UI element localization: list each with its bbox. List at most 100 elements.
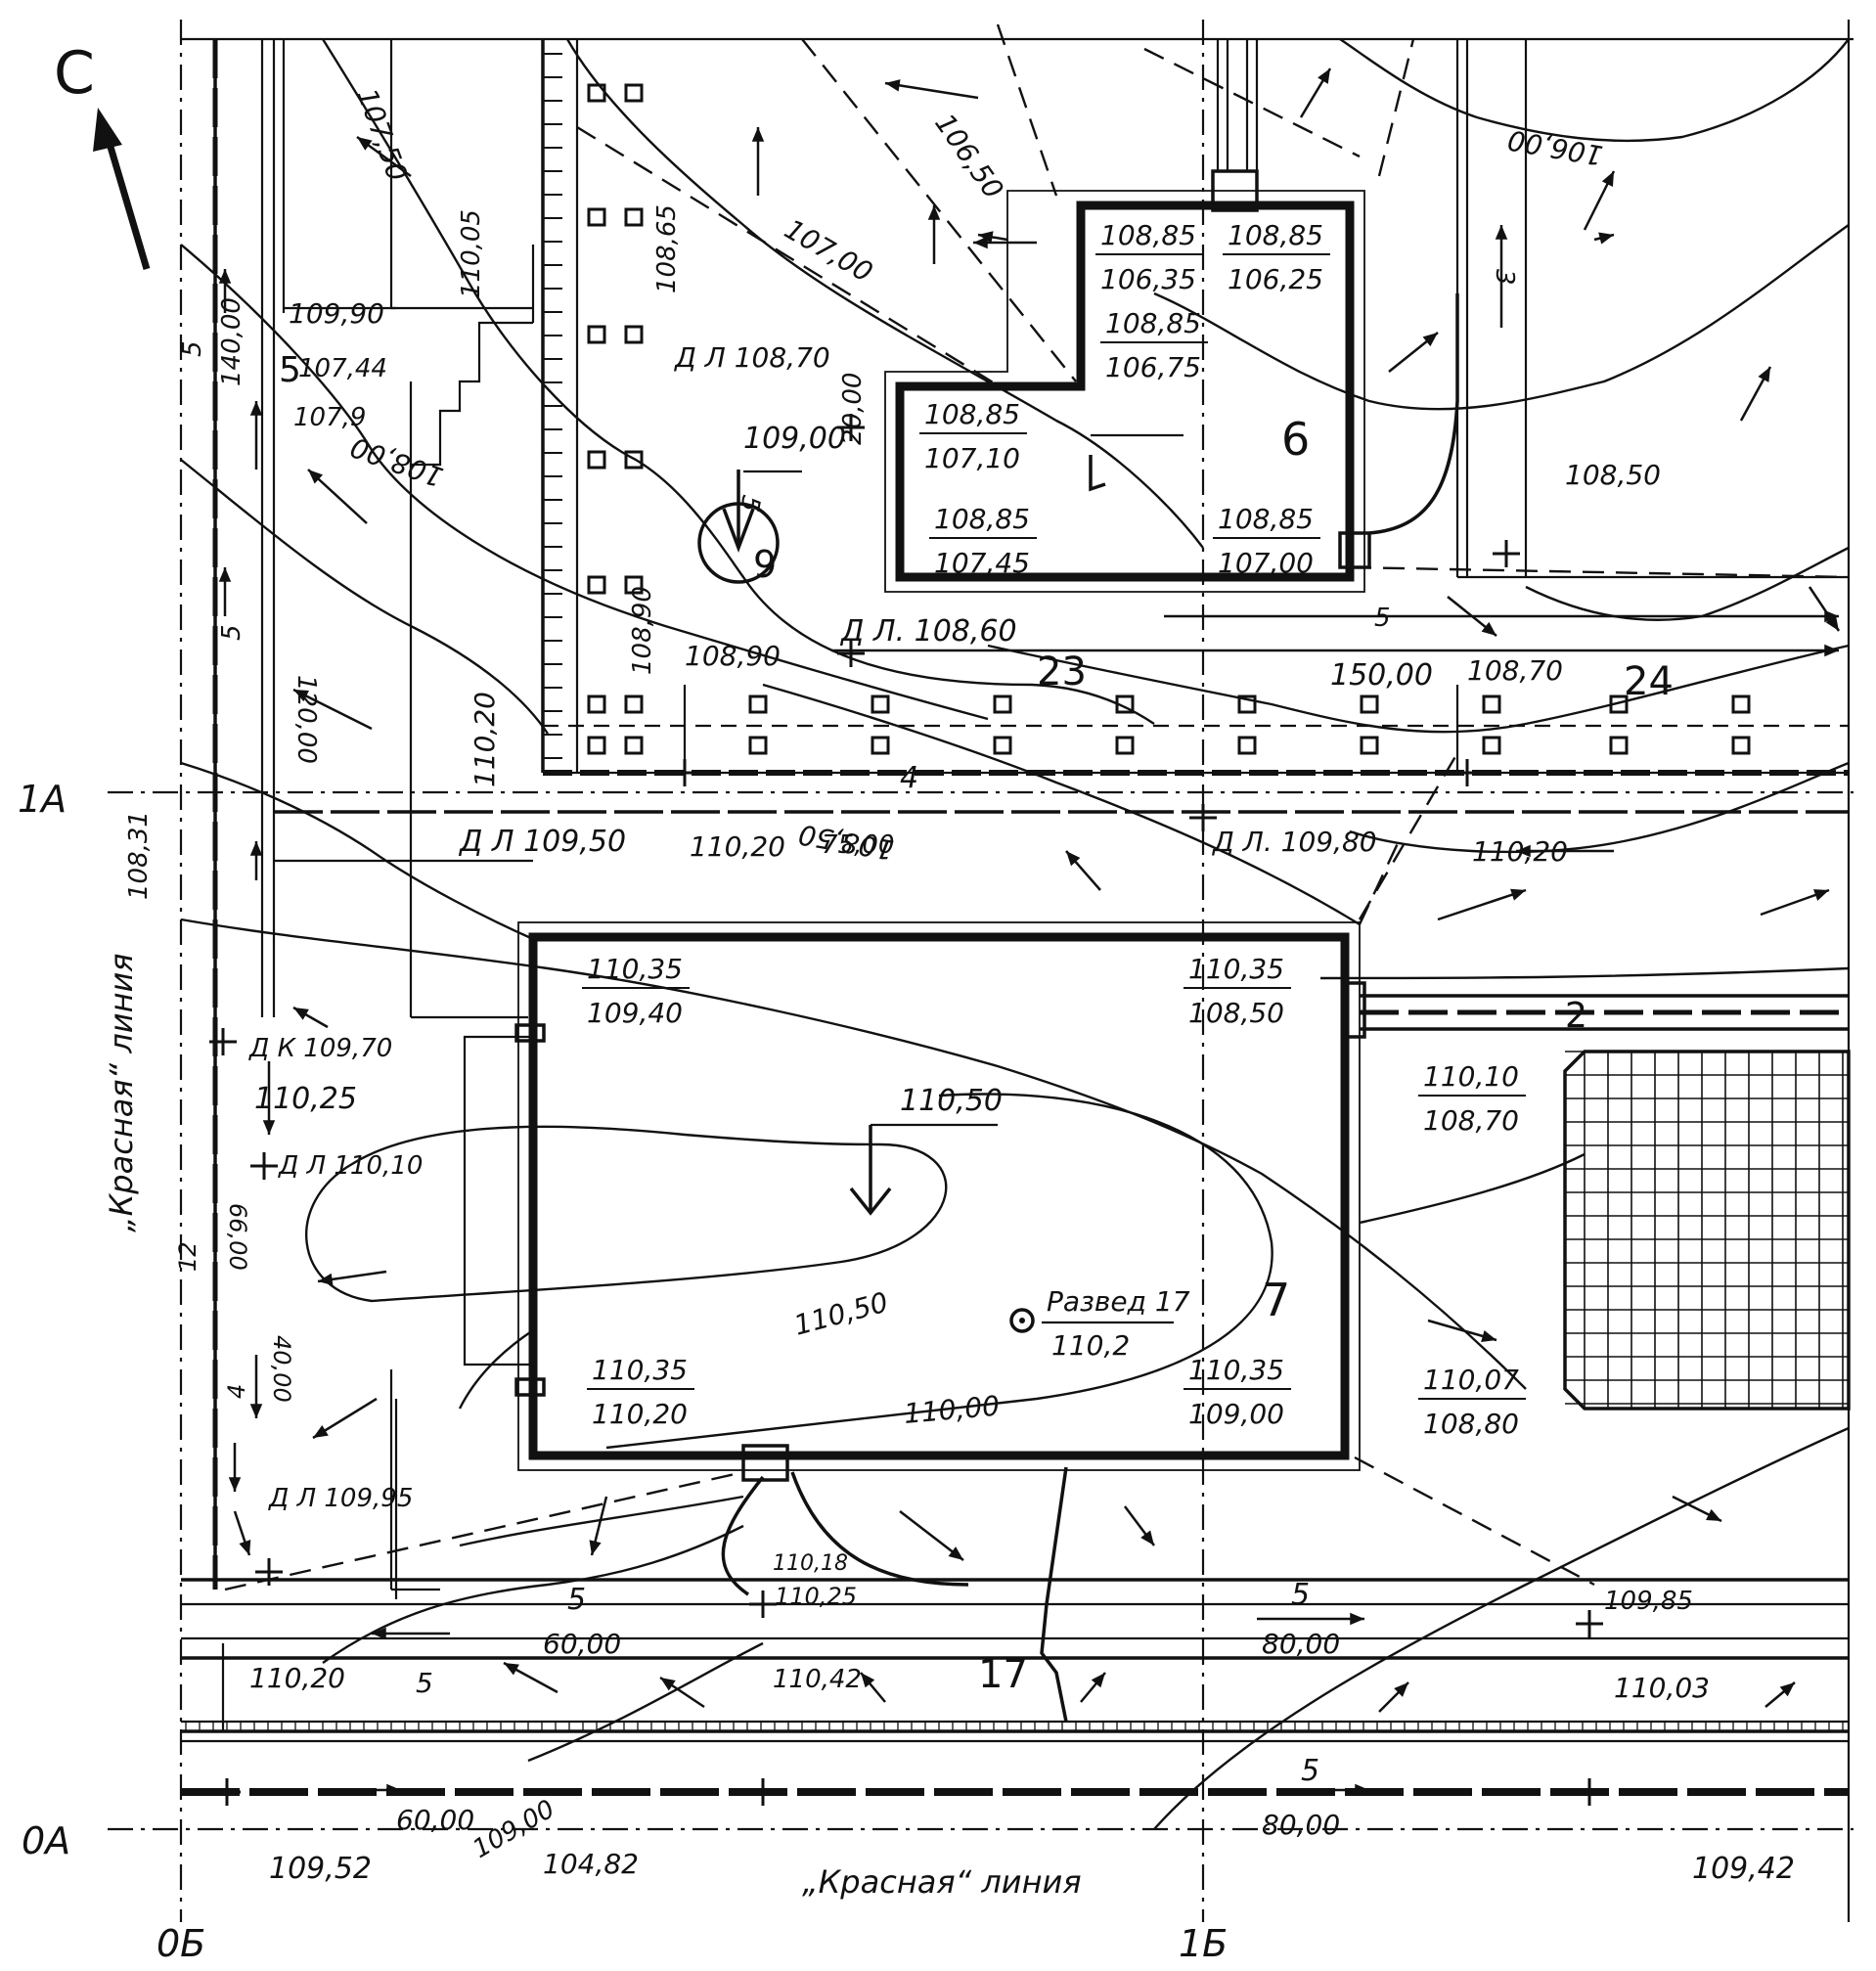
- stepped-retaining-wall: [409, 321, 533, 470]
- tree-symbol: [624, 83, 644, 103]
- building-6-outline: [895, 201, 1355, 582]
- tree-symbol: [624, 736, 644, 755]
- elevation-label: 109,00: [743, 422, 846, 456]
- building-9-number: 9: [753, 543, 777, 586]
- elevation-label: 110,20: [469, 692, 501, 787]
- tree-symbol: [587, 450, 606, 470]
- tree-symbol: [587, 694, 606, 714]
- elevation-label: 108,90: [685, 640, 781, 672]
- elevation-label: 5: [1374, 604, 1391, 633]
- elevation-label: 140,00: [217, 297, 246, 386]
- drainage-arrows: [218, 67, 1841, 1797]
- elevation-label: 109,40: [587, 997, 683, 1029]
- elevation-label: 4: [900, 761, 918, 795]
- elevation-label: 108,85: [1218, 503, 1314, 535]
- elevation-label: 108,85: [1228, 219, 1323, 251]
- flow-arrow: [292, 688, 373, 731]
- borehole-label: Развед 17: [1047, 1285, 1190, 1318]
- north-label: С: [54, 39, 95, 108]
- axis-label-1A: 1А: [18, 778, 67, 821]
- elevation-label: 107,50: [350, 84, 414, 185]
- elevation-label: 5: [178, 340, 207, 357]
- elevation-label: 108,65: [652, 204, 682, 293]
- elevation-label: 104,82: [543, 1848, 639, 1880]
- spot-markers: [209, 414, 1603, 1806]
- elevation-label: 110,20: [592, 1398, 688, 1430]
- elevation-label: 110,20: [1472, 835, 1568, 868]
- tree-symbol: [1482, 694, 1501, 714]
- elevation-label: 5: [567, 1583, 586, 1617]
- elevation-label: 108,70: [1467, 654, 1563, 687]
- red-line-bottom-label: „Красная“ линия: [802, 1863, 1082, 1901]
- elevation-label: 5: [1291, 1578, 1310, 1612]
- elevation-label: 80,00: [1262, 1809, 1340, 1841]
- tree-symbol: [1609, 736, 1629, 755]
- red-line-vertical-label: „Красная“ линия: [103, 953, 140, 1232]
- tree-symbol: [993, 736, 1012, 755]
- axis-label-0A: 0А: [22, 1819, 70, 1862]
- slope-3-number: 3: [1490, 269, 1519, 286]
- elevation-label: 110,20: [690, 830, 785, 863]
- building-6-entrance: [1211, 169, 1259, 212]
- elevation-label: 110,35: [1188, 1354, 1284, 1386]
- elevation-label: Д Л 110,10: [278, 1151, 423, 1181]
- tree-symbol: [1360, 694, 1379, 714]
- elevation-label: 109,85: [1604, 1587, 1693, 1616]
- tree-symbol: [587, 575, 606, 595]
- elevation-label: 5: [734, 493, 765, 515]
- elevation-label: 108,50: [1188, 997, 1284, 1029]
- tree-symbol: [587, 325, 606, 344]
- elevation-label: 110,35: [592, 1354, 688, 1386]
- tree-symbol: [1237, 694, 1257, 714]
- elevation-label: Д Л 109,50: [458, 825, 626, 859]
- borehole-icon: [1009, 1308, 1035, 1333]
- elevation-label: 109,00: [1188, 1398, 1284, 1430]
- point-5-number: 5: [279, 350, 301, 390]
- elevation-label: 108,00: [346, 430, 447, 494]
- dashed-boundary: [801, 38, 1077, 382]
- elevation-label: 108,85: [924, 398, 1020, 430]
- axis-label-1B: 1Б: [1179, 1922, 1228, 1965]
- building-6-number: 6: [1281, 413, 1310, 466]
- elevation-label: 20,00: [838, 373, 868, 445]
- elevation-label: 110,50: [900, 1084, 1003, 1118]
- elevation-label: 107,10: [924, 442, 1020, 474]
- elevation-label: 60,00: [396, 1804, 474, 1836]
- elevation-label: 108,50: [1565, 459, 1661, 491]
- area-17-number: 17: [978, 1652, 1028, 1697]
- tree-symbol: [871, 736, 890, 755]
- tiled-paving-grid: [1563, 1050, 1851, 1411]
- elevation-label: 60,00: [543, 1628, 621, 1660]
- borehole-value: 110,2: [1051, 1329, 1130, 1362]
- tree-symbol: [748, 736, 768, 755]
- tree-symbol: [871, 694, 890, 714]
- road-2-number: 2: [1565, 996, 1587, 1036]
- north-arrow-icon: [93, 108, 151, 270]
- building-7-number: 7: [1262, 1274, 1290, 1326]
- tree-symbol: [1731, 736, 1751, 755]
- labels: 108,85106,35108,85106,25108,85106,75108,…: [124, 84, 1795, 1886]
- elevation-label: 40,00: [268, 1335, 295, 1403]
- elevation-label: 110,10: [1423, 1060, 1519, 1093]
- building-6-offset: [884, 190, 1365, 593]
- elevation-label: 107,9: [293, 403, 366, 432]
- elevation-label: 12: [174, 1241, 201, 1272]
- hatch-ticks-bottom: [185, 1722, 1844, 1731]
- elevation-label: 106,75: [1105, 351, 1201, 383]
- elevation-label: 108,80: [1423, 1408, 1519, 1440]
- tree-symbol: [624, 207, 644, 227]
- elevation-label: 109,52: [269, 1852, 372, 1886]
- elevation-label: 110,03: [1614, 1672, 1710, 1704]
- elevation-label: 109,42: [1692, 1852, 1795, 1886]
- tree-symbol: [587, 207, 606, 227]
- tree-symbol: [1482, 736, 1501, 755]
- elevation-label: 106,25: [1228, 263, 1323, 295]
- building-7-offset: [517, 921, 1361, 1471]
- building-7-entrance: [741, 1444, 789, 1482]
- area-24-number: 24: [1624, 659, 1674, 704]
- elevation-label: 110,50: [790, 1286, 891, 1342]
- elevation-label: 110,35: [1188, 953, 1284, 985]
- tree-symbol: [624, 325, 644, 344]
- elevation-label: 107,00: [780, 212, 878, 289]
